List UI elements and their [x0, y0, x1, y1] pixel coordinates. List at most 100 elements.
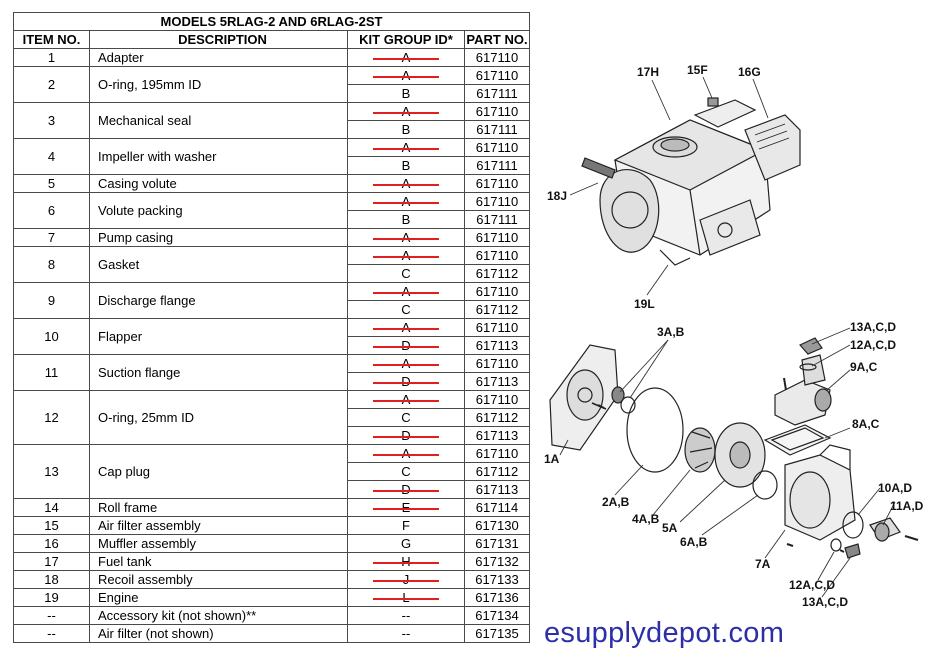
- item-no-cell: 10: [13, 318, 90, 355]
- item-no-cell: 9: [13, 282, 90, 319]
- part-no-cell: 617110: [464, 282, 530, 301]
- part-no-cell: 617113: [464, 426, 530, 445]
- kit-group-id-cell: F: [347, 516, 465, 535]
- kit-group-id-cell: B: [347, 156, 465, 175]
- part-no-cell: 617110: [464, 228, 530, 247]
- label-18j: 18J: [547, 189, 567, 203]
- kit-group-id: D: [348, 428, 464, 444]
- exploded-parts-diagram: 17H 15F 16G 18J 19L 3A,B 13A,C,D 12A,C,D…: [544, 63, 924, 609]
- kit-group-id-cell-struck: A: [347, 318, 465, 337]
- label-7a: 7A: [755, 557, 771, 571]
- item-no-cell: 12: [13, 390, 90, 445]
- part-no-cell: 617113: [464, 480, 530, 499]
- kit-group-id: A: [348, 50, 464, 66]
- kit-group-id-cell-struck: A: [347, 282, 465, 301]
- description-cell: Pump casing: [89, 228, 348, 247]
- suction-flange: [839, 511, 919, 553]
- kit-group-id: A: [348, 176, 464, 192]
- description-cell: Engine: [89, 588, 348, 607]
- part-no-cell: 617112: [464, 264, 530, 283]
- kit-group-id-cell-struck: A: [347, 174, 465, 193]
- kit-group-id: A: [348, 104, 464, 120]
- part-no-cell: 617111: [464, 210, 530, 229]
- kit-group-id: A: [348, 230, 464, 246]
- item-no-cell: --: [13, 606, 90, 625]
- part-no-cell: 617110: [464, 48, 530, 67]
- label-3ab: 3A,B: [657, 325, 685, 339]
- label-16g: 16G: [738, 65, 761, 79]
- kit-group-id: A: [348, 284, 464, 300]
- label-13acd-bot: 13A,C,D: [802, 595, 848, 609]
- kit-group-id: C: [401, 265, 411, 281]
- kit-group-id: C: [401, 409, 411, 425]
- kit-group-id: D: [348, 482, 464, 498]
- casing-volute: [714, 422, 766, 488]
- kit-group-id-cell-struck: J: [347, 570, 465, 589]
- kit-group-id: J: [348, 572, 464, 588]
- description-cell: Impeller with washer: [89, 138, 348, 175]
- part-no-cell: 617132: [464, 552, 530, 571]
- label-10ad: 10A,D: [878, 481, 912, 495]
- kit-group-id-cell-struck: A: [347, 246, 465, 265]
- part-no-cell: 617130: [464, 516, 530, 535]
- header-kit-group-id: KIT GROUP ID*: [347, 30, 465, 49]
- label-19l: 19L: [634, 297, 655, 311]
- kit-group-id-cell-struck: E: [347, 498, 465, 517]
- item-no-cell: 8: [13, 246, 90, 283]
- description-cell: Volute packing: [89, 192, 348, 229]
- kit-group-id-cell: G: [347, 534, 465, 553]
- kit-group-id: A: [348, 446, 464, 462]
- item-no-cell: 2: [13, 66, 90, 103]
- part-no-cell: 617131: [464, 534, 530, 553]
- description-cell: Gasket: [89, 246, 348, 283]
- description-cell: Cap plug: [89, 444, 348, 499]
- description-cell: Roll frame: [89, 498, 348, 517]
- kit-group-id-cell-struck: D: [347, 426, 465, 445]
- description-cell: Recoil assembly: [89, 570, 348, 589]
- description-cell: Casing volute: [89, 174, 348, 193]
- kit-group-id-cell-struck: D: [347, 372, 465, 391]
- item-no-cell: 19: [13, 588, 90, 607]
- label-15f: 15F: [687, 63, 708, 77]
- kit-group-id: --: [401, 607, 411, 623]
- item-no-cell: 1: [13, 48, 90, 67]
- label-17h: 17H: [637, 65, 659, 79]
- watermark-text: esupplydepot.com: [544, 617, 785, 649]
- item-no-cell: 4: [13, 138, 90, 175]
- table-row: C 617112: [14, 264, 530, 283]
- description-cell: O-ring, 25mm ID: [89, 390, 348, 445]
- kit-group-id-cell-struck: A: [347, 390, 465, 409]
- label-5a: 5A: [662, 521, 678, 535]
- description-cell: Flapper: [89, 318, 348, 355]
- part-no-cell: 617113: [464, 336, 530, 355]
- kit-group-id-cell-struck: A: [347, 444, 465, 463]
- description-cell: Fuel tank: [89, 552, 348, 571]
- description-cell: Accessory kit (not shown)**: [89, 606, 348, 625]
- part-no-cell: 617110: [464, 66, 530, 85]
- part-no-cell: 617111: [464, 84, 530, 103]
- kit-group-id-cell: --: [347, 624, 465, 643]
- kit-group-id: A: [348, 140, 464, 156]
- impeller: [684, 427, 716, 473]
- kit-group-id-cell-struck: A: [347, 354, 465, 373]
- kit-group-id: B: [401, 157, 411, 173]
- part-no-cell: 617111: [464, 156, 530, 175]
- kit-group-id-cell-struck: A: [347, 138, 465, 157]
- kit-group-id: L: [348, 590, 464, 606]
- label-13acd-top: 13A,C,D: [850, 320, 896, 334]
- kit-group-id: A: [348, 356, 464, 372]
- label-11ad: 11A,D: [890, 499, 924, 513]
- kit-group-id: D: [348, 374, 464, 390]
- part-no-cell: 617136: [464, 588, 530, 607]
